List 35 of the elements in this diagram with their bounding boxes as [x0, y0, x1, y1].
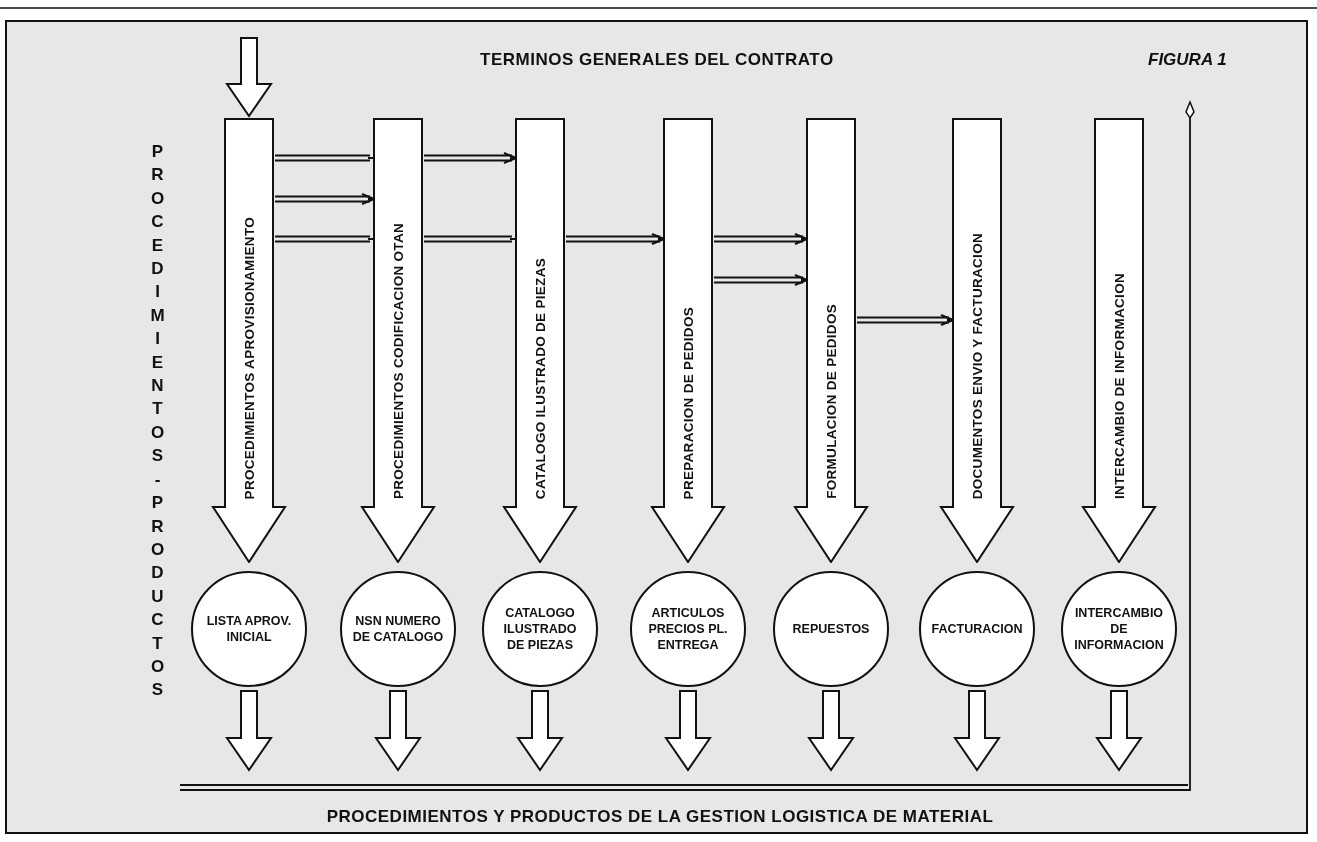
block-arrow — [807, 690, 855, 772]
circle-label: LISTA APROV. INICIAL — [205, 613, 293, 645]
circle-label: NSN NUMERO DE CATALOGO — [352, 613, 444, 645]
circle-label: CATALOGO ILUSTRADO DE PIEZAS — [502, 605, 578, 653]
circle-label: ARTICULOS PRECIOS PL. ENTREGA — [647, 605, 729, 653]
caption: PROCEDIMIENTOS Y PRODUCTOS DE LA GESTION LOGISTICA DE MATERIAL — [326, 807, 994, 827]
heading: TERMINOS GENERALES DEL CONTRATO — [480, 50, 834, 70]
double-line-arrow — [423, 152, 517, 164]
circle-label: REPUESTOS — [791, 621, 871, 637]
double-line-arrow — [713, 233, 808, 245]
block-arrow — [664, 690, 712, 772]
double-line-arrow — [274, 154, 375, 162]
block-arrow — [225, 37, 273, 118]
figure-label: FIGURA 1 — [1148, 50, 1227, 70]
arrow-label: DOCUMENTOS ENVIO Y FACTURACION — [969, 232, 985, 499]
double-line-arrow — [565, 233, 665, 245]
double-line-arrow — [713, 274, 808, 286]
block-arrow — [1095, 690, 1143, 772]
arrow-label: PROCEDIMIENTOS CODIFICACION OTAN — [390, 222, 406, 499]
block-arrow — [953, 690, 1001, 772]
circle-label: INTERCAMBIO DE INFORMACION — [1073, 605, 1165, 653]
arrow-label: FORMULACION DE PEDIDOS — [823, 304, 839, 499]
block-arrow — [374, 690, 422, 772]
arrow-label: INTERCAMBIO DE INFORMACION — [1111, 272, 1127, 499]
double-line-arrow — [274, 193, 375, 205]
circle-label: FACTURACION — [931, 621, 1023, 637]
arrow-label: PREPARACION DE PEDIDOS — [680, 306, 696, 499]
arrow-label: PROCEDIMIENTOS APROVISIONAMIENTO — [241, 216, 257, 499]
arrow-label: CATALOGO ILUSTRADO DE PIEZAS — [532, 257, 548, 499]
block-arrow — [225, 690, 273, 772]
block-arrow — [516, 690, 564, 772]
vertical-label: PROCEDIMIENTOS - PRODUCTOS — [150, 141, 165, 702]
double-line-arrow — [274, 235, 375, 243]
double-line-arrow — [423, 235, 517, 243]
double-line-arrow — [856, 314, 954, 326]
